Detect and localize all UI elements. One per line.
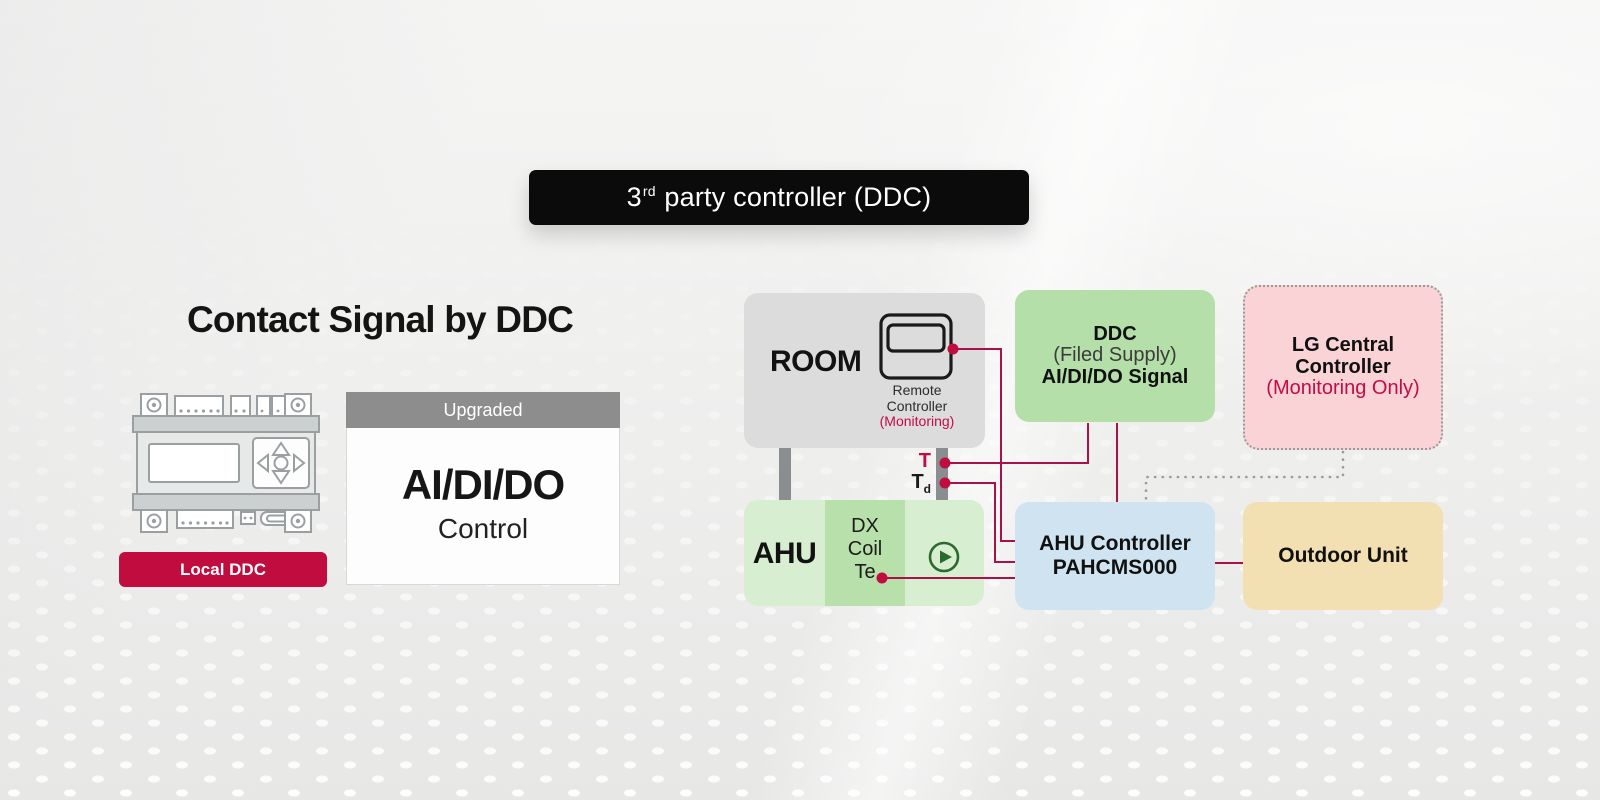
- upgraded-panel-header: Upgraded: [346, 392, 620, 428]
- ahu-controller-box: AHU Controller PAHCMS000: [1015, 502, 1215, 610]
- coil-line3: Te: [854, 561, 876, 583]
- ddc-signal-box: DDC (Filed Supply) AI/DI/DO Signal: [1015, 290, 1215, 422]
- ddc-device-drawing: [132, 393, 320, 533]
- lg-central-controller-box: LG Central Controller (Monitoring Only): [1243, 285, 1443, 450]
- coil-line2: Coil: [847, 538, 883, 560]
- sensor-td-label: Td: [911, 471, 931, 496]
- remote-caption-monitoring: (Monitoring): [879, 413, 955, 429]
- remote-caption-line1: Remote: [892, 382, 942, 398]
- dx-coil-band: [825, 500, 905, 606]
- upgraded-panel: Upgraded AI/DI/DO Control: [346, 392, 620, 585]
- duct-pipe-right: [936, 448, 948, 501]
- sensor-t-label: T: [918, 450, 931, 472]
- ddc-device-icon: [132, 393, 320, 533]
- outdoor-unit-box: Outdoor Unit: [1243, 502, 1443, 610]
- outdoor-unit-label: Outdoor Unit: [1278, 544, 1408, 567]
- room-box: ROOM Remote Controller (Monitoring): [744, 293, 985, 448]
- dx-coil-caption: DX Coil Te: [825, 515, 905, 584]
- lg-box-line2: Controller: [1295, 355, 1391, 378]
- ddc-box-subtitle: (Filed Supply): [1053, 344, 1177, 367]
- room-label: ROOM: [770, 345, 862, 378]
- local-ddc-badge: Local DDC: [119, 552, 327, 587]
- dotted-line-lg-to-ahu-controller: [1144, 450, 1345, 502]
- control-subtitle: Control: [437, 513, 529, 544]
- remote-controller-caption: Remote Controller (Monitoring): [847, 382, 987, 430]
- remote-caption-line2: Controller: [886, 397, 948, 414]
- page-title: Contact Signal by DDC: [186, 299, 574, 340]
- ddc-box-signal: AI/DI/DO Signal: [1041, 365, 1189, 388]
- ahu-box: AHU DX Coil Te: [744, 500, 984, 606]
- fan-play-icon: [928, 541, 960, 573]
- lg-box-monitoring: (Monitoring Only): [1266, 377, 1420, 400]
- third-party-controller-banner: 3rd party controller (DDC): [529, 170, 1029, 225]
- coil-line1: DX: [851, 515, 879, 537]
- ddc-box-title: DDC: [1093, 322, 1137, 345]
- banner-text: 3rd party controller (DDC): [626, 182, 932, 212]
- banner-ordinal: rd: [642, 183, 656, 199]
- lg-box-line1: LG Central: [1291, 334, 1395, 357]
- ai-di-do-title: AI/DI/DO: [401, 461, 565, 508]
- duct-pipe-left: [779, 448, 791, 501]
- remote-controller-icon: [879, 313, 953, 380]
- ahu-label: AHU: [752, 537, 817, 570]
- ahu-controller-line1: AHU Controller: [1039, 532, 1191, 555]
- sensor-td-subscript: d: [923, 482, 931, 496]
- ahu-controller-line2: PAHCMS000: [1052, 556, 1178, 579]
- upgraded-panel-body: AI/DI/DO Control: [347, 428, 619, 578]
